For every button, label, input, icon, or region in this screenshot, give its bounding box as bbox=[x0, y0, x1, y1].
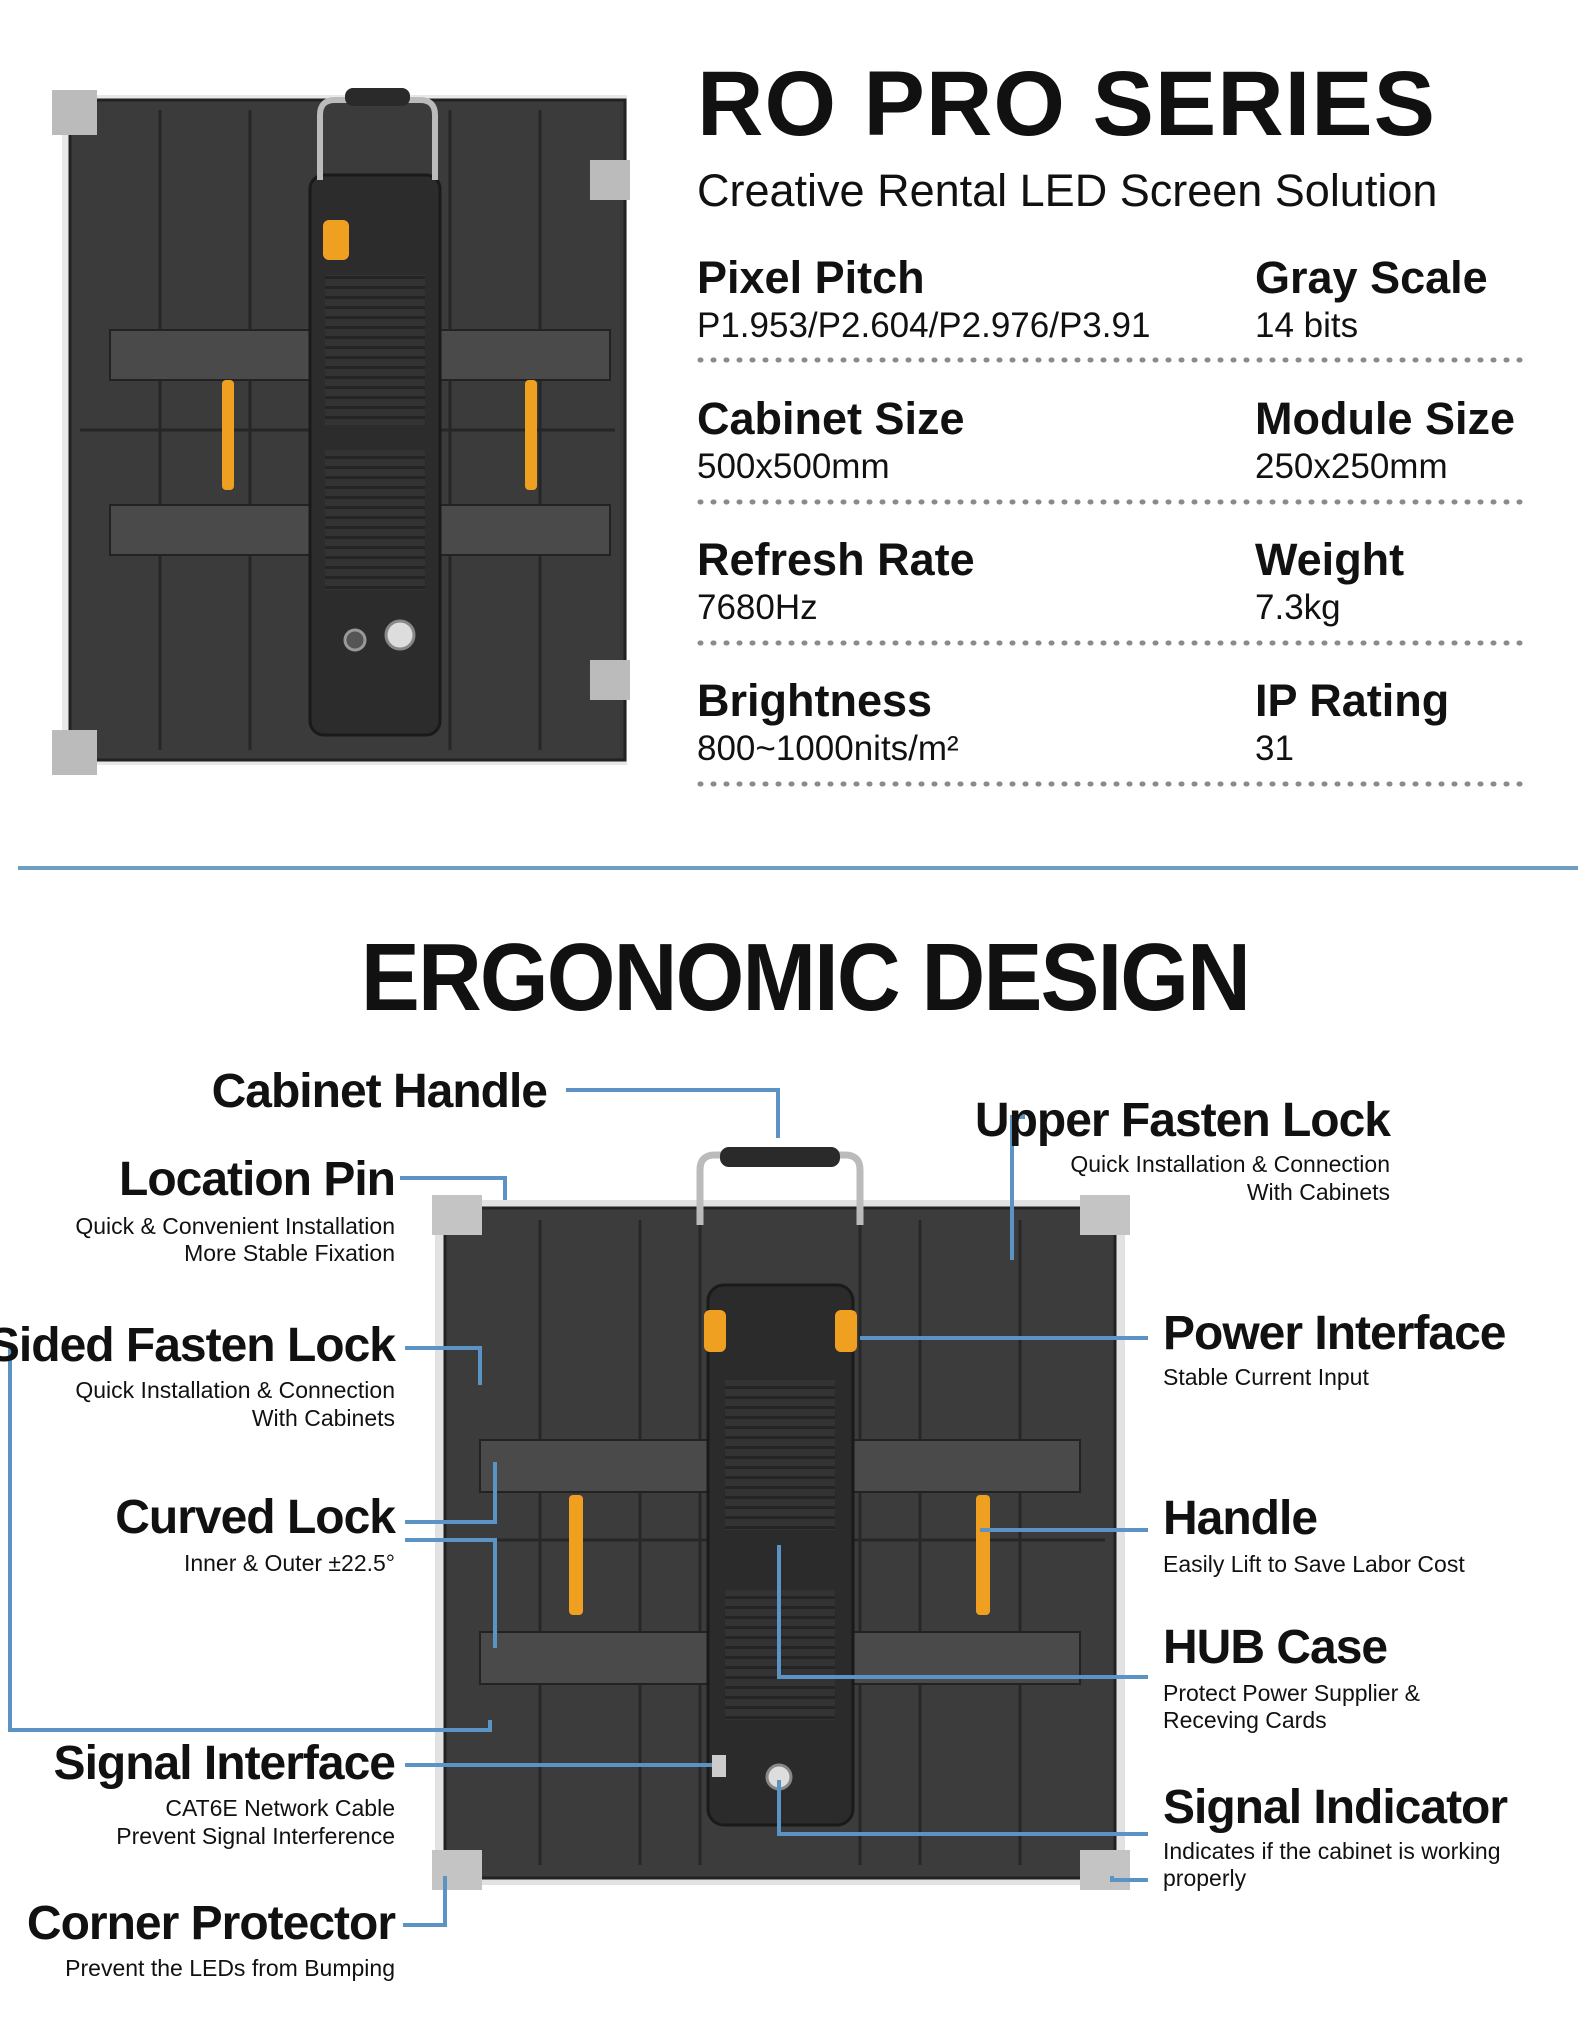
series-title: RO PRO SERIES bbox=[697, 53, 1436, 155]
feature-desc-upper-fasten-lock-1: Quick Installation & Connection bbox=[1070, 1151, 1390, 1177]
spec-label-brightness: Brightness bbox=[697, 675, 933, 726]
feature-desc-hub-case-2: Receving Cards bbox=[1163, 1707, 1327, 1733]
feature-title-sided-fasten-lock: Sided Fasten Lock bbox=[0, 1319, 396, 1372]
spec-value-brightness: 800~1000nits/m² bbox=[697, 729, 959, 768]
cabinet-rear-view-top bbox=[52, 88, 630, 775]
spec-label-cabinet-size: Cabinet Size bbox=[697, 393, 965, 444]
callout-lines bbox=[8, 1088, 1148, 1927]
cabinet-rear-view-bottom bbox=[432, 1147, 1130, 1890]
spec-value-gray-scale: 14 bits bbox=[1255, 306, 1359, 345]
feature-title-corner-protector: Corner Protector bbox=[26, 1897, 396, 1950]
spec-value-refresh-rate: 7680Hz bbox=[697, 588, 818, 627]
feature-desc-corner-protector-1: Prevent the LEDs from Bumping bbox=[65, 1955, 395, 1981]
feature-desc-handle-1: Easily Lift to Save Labor Cost bbox=[1163, 1551, 1465, 1577]
spec-label-refresh-rate: Refresh Rate bbox=[697, 534, 975, 585]
feature-desc-location-pin-1: Quick & Convenient Installation bbox=[75, 1213, 395, 1239]
feature-title-signal-indicator: Signal Indicator bbox=[1163, 1781, 1508, 1834]
feature-desc-sided-fasten-lock-1: Quick Installation & Connection bbox=[75, 1377, 395, 1403]
feature-title-cabinet-handle: Cabinet Handle bbox=[211, 1065, 548, 1118]
spec-value-module-size: 250x250mm bbox=[1255, 447, 1448, 486]
feature-desc-power-interface-1: Stable Current Input bbox=[1163, 1364, 1369, 1390]
section-divider bbox=[18, 866, 1578, 870]
spec-label-module-size: Module Size bbox=[1255, 393, 1516, 444]
feature-title-power-interface: Power Interface bbox=[1163, 1307, 1506, 1360]
feature-title-upper-fasten-lock: Upper Fasten Lock bbox=[974, 1094, 1391, 1147]
feature-desc-curved-lock-1: Inner & Outer ±22.5° bbox=[183, 1550, 395, 1576]
spec-label-ip-rating: IP Rating bbox=[1255, 675, 1450, 726]
feature-desc-signal-interface-1: CAT6E Network Cable bbox=[165, 1795, 395, 1821]
spec-value-ip-rating: 31 bbox=[1255, 729, 1294, 768]
feature-title-signal-interface: Signal Interface bbox=[53, 1737, 396, 1790]
feature-desc-upper-fasten-lock-2: With Cabinets bbox=[1246, 1179, 1390, 1205]
feature-title-location-pin: Location Pin bbox=[119, 1153, 396, 1206]
feature-title-hub-case: HUB Case bbox=[1163, 1621, 1388, 1674]
feature-desc-sided-fasten-lock-2: With Cabinets bbox=[251, 1405, 395, 1431]
spec-value-cabinet-size: 500x500mm bbox=[697, 447, 890, 486]
feature-desc-signal-indicator-2: properly bbox=[1163, 1865, 1247, 1891]
spec-value-weight: 7.3kg bbox=[1255, 588, 1341, 627]
design-title: ERGONOMIC DESIGN bbox=[360, 924, 1251, 1031]
feature-desc-hub-case-1: Protect Power Supplier & bbox=[1163, 1680, 1420, 1706]
spec-label-gray-scale: Gray Scale bbox=[1255, 252, 1488, 303]
feature-title-curved-lock: Curved Lock bbox=[115, 1491, 396, 1544]
spec-value-pixel-pitch: P1.953/P2.604/P2.976/P3.91 bbox=[697, 306, 1151, 345]
spec-label-pixel-pitch: Pixel Pitch bbox=[697, 252, 925, 303]
series-subtitle: Creative Rental LED Screen Solution bbox=[697, 165, 1438, 216]
feature-desc-signal-interface-2: Prevent Signal Interference bbox=[116, 1823, 395, 1849]
feature-desc-signal-indicator-1: Indicates if the cabinet is working bbox=[1163, 1838, 1501, 1864]
feature-title-handle: Handle bbox=[1163, 1492, 1318, 1545]
spec-label-weight: Weight bbox=[1255, 534, 1405, 585]
feature-desc-location-pin-2: More Stable Fixation bbox=[184, 1240, 395, 1266]
